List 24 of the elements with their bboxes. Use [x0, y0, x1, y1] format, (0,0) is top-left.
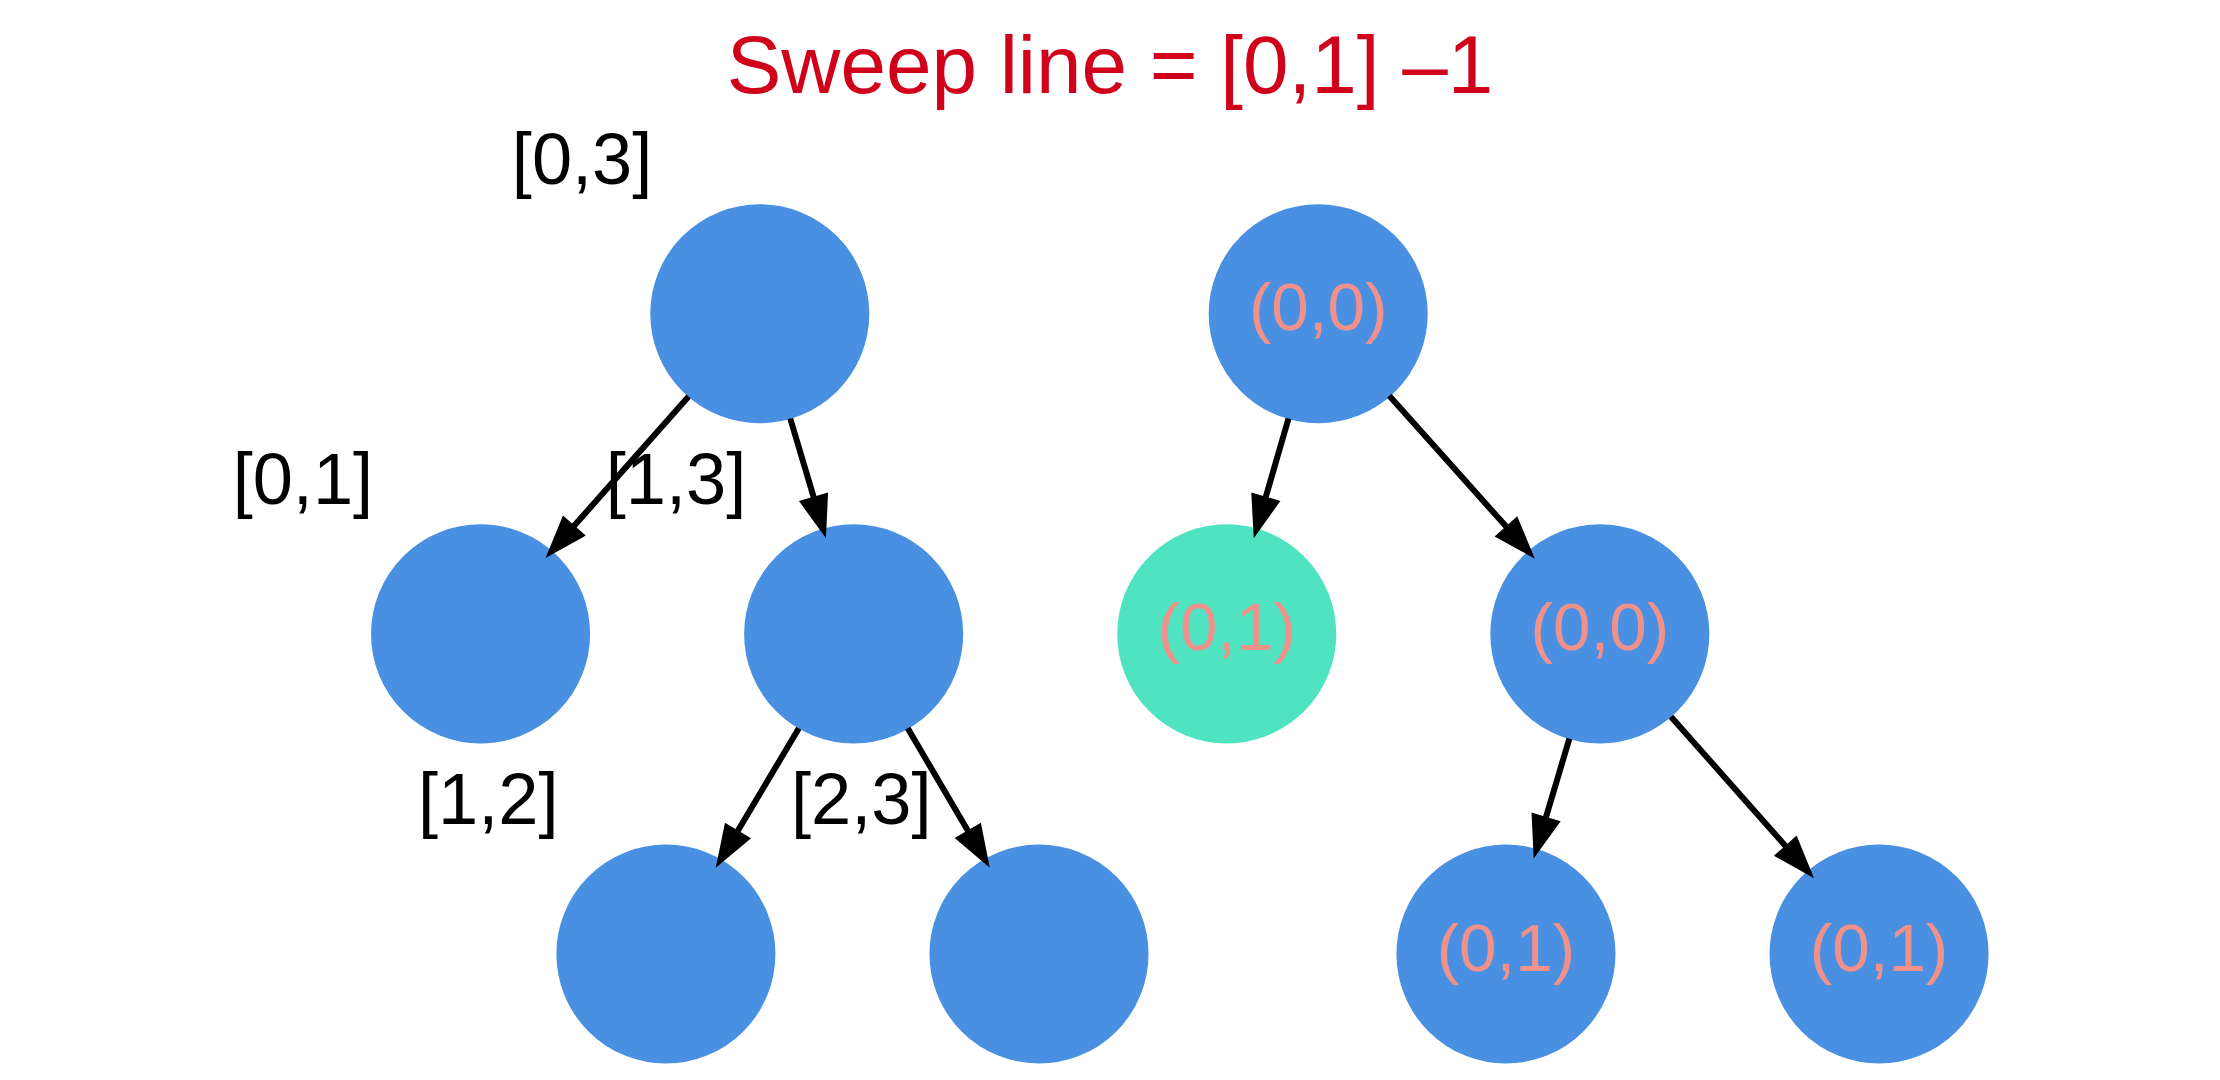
node-circle — [556, 844, 776, 1064]
arrow — [1251, 417, 1292, 539]
node-label: [0,1] — [232, 438, 374, 519]
node-label: [1,2] — [417, 759, 559, 840]
node-label: [0,3] — [511, 118, 653, 199]
node-circle: (0,0) — [1490, 524, 1710, 744]
diagram-title: Sweep line = [0,1] –1 — [726, 18, 1494, 110]
arrow — [1387, 393, 1535, 559]
arrow — [787, 417, 829, 539]
arrow — [1531, 737, 1573, 859]
arrow — [545, 394, 691, 559]
node-circle: (0,0) — [1208, 204, 1428, 424]
node-label: [1,3] — [605, 438, 747, 519]
arrow — [905, 726, 990, 868]
arrow — [1668, 714, 1815, 879]
node-circle — [371, 524, 591, 744]
node-circle: (0,1) — [1117, 524, 1337, 744]
node-circle: (0,1) — [1396, 844, 1616, 1064]
node-circle: (0,1) — [1769, 844, 1989, 1064]
node-circle — [744, 524, 964, 744]
node-label: [2,3] — [791, 759, 932, 840]
arrow — [715, 726, 802, 868]
node-circle — [929, 844, 1149, 1064]
node-circle — [650, 204, 870, 424]
